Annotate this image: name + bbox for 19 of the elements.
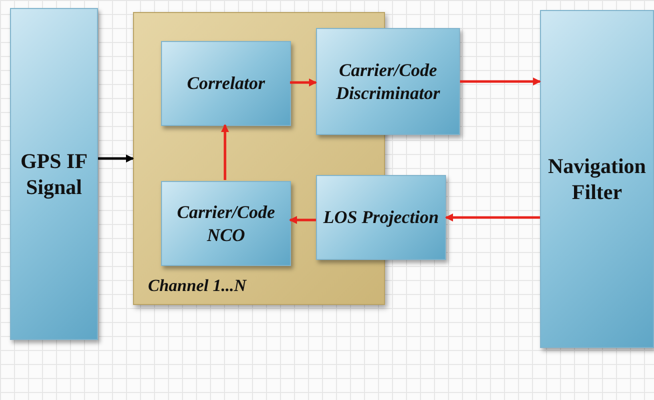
projection-block [316,175,446,260]
block-label: Navigation Filter [546,152,647,206]
block-label: Correlator [186,72,265,95]
arrow [445,214,540,222]
group-label: Channel 1...N [148,274,246,296]
block-label: Carrier/Code NCO [176,201,276,246]
block-label: Carrier/Code Discriminator [334,59,442,104]
arrow [290,78,317,86]
arrow [221,124,229,180]
arrow [289,216,316,224]
signal-block [10,8,98,340]
arrow [460,78,541,86]
block-label: LOS Projection [323,206,439,229]
filter-block [540,10,654,348]
nco-block [161,181,291,266]
correlator-block [161,41,291,126]
discriminator-block [316,28,460,135]
block-label: GPS IF Signal [19,148,89,200]
arrow [98,154,134,162]
